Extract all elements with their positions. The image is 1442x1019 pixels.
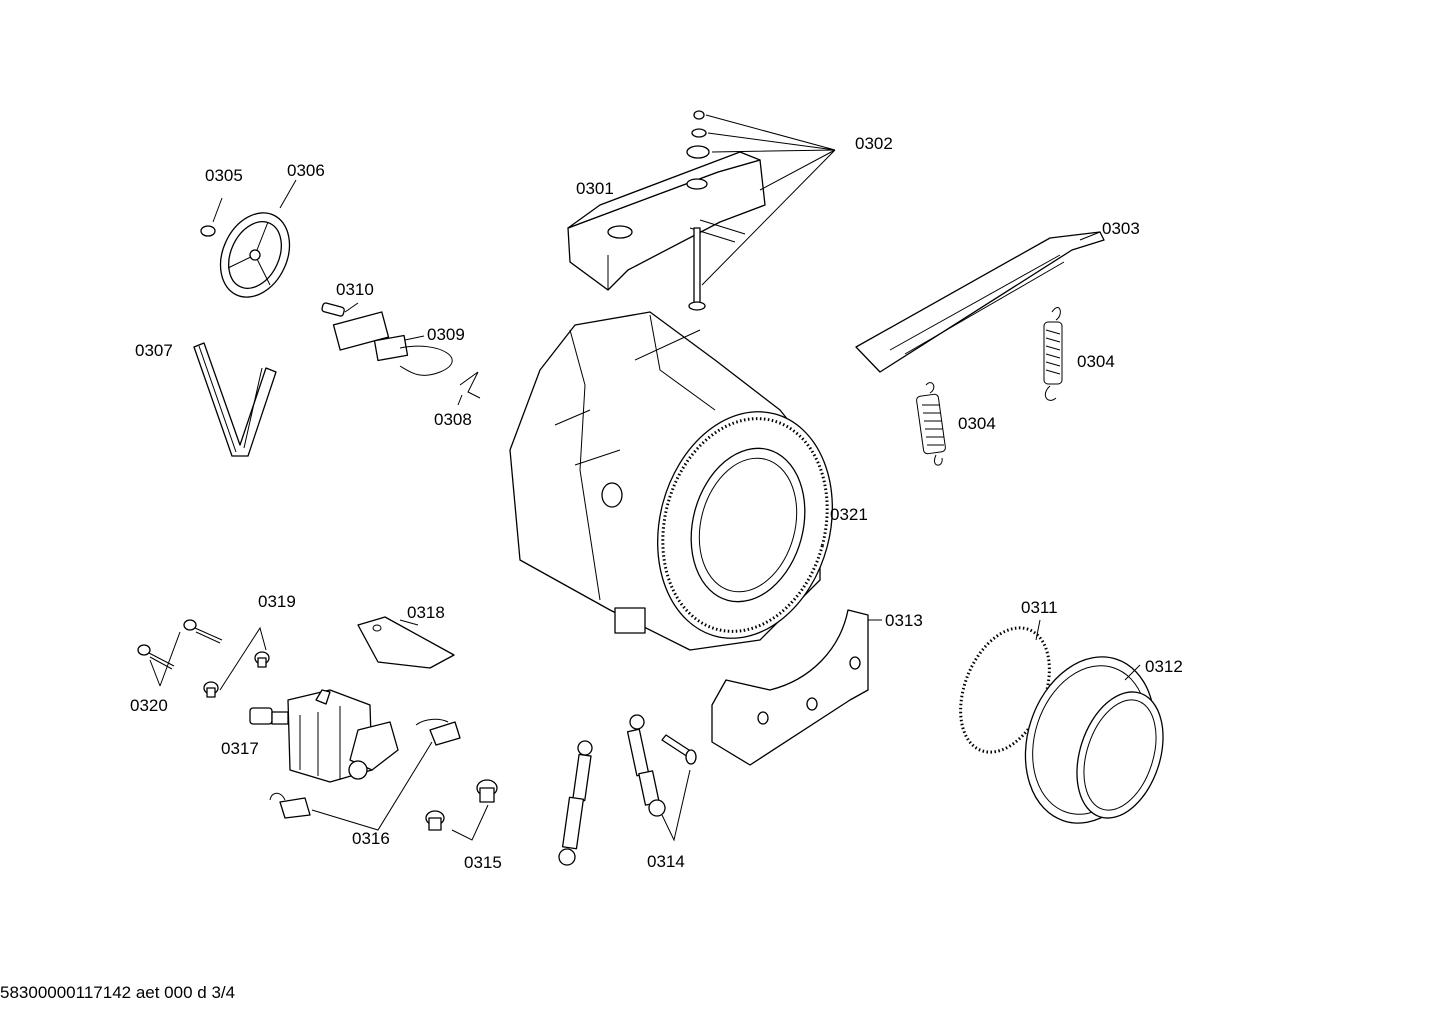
label-0304-left: 0304 (958, 414, 996, 433)
label-0304-right: 0304 (1077, 352, 1115, 371)
part-0313-front-counterweight (711, 609, 882, 766)
label-0311: 0311 (1021, 598, 1058, 617)
part-0309-heater (332, 311, 453, 376)
part-0303-cross-brace (855, 231, 1105, 373)
label-0308: 0308 (434, 410, 472, 429)
label-0302: 0302 (855, 134, 893, 153)
part-0305-screw (200, 197, 223, 237)
label-0320: 0320 (130, 696, 168, 715)
part-0306-pulley (219, 179, 297, 298)
label-0317: 0317 (221, 739, 259, 758)
part-0304-spring-left (916, 382, 946, 466)
part-0314-screw (661, 734, 697, 842)
label-0321: 0321 (830, 505, 868, 524)
label-0305: 0305 (205, 166, 243, 185)
label-0315: 0315 (464, 853, 502, 872)
label-0314: 0314 (647, 852, 685, 871)
part-0319-screws (203, 626, 270, 698)
drawing-reference-footer: 58300000117142 aet 000 d 3/4 (0, 983, 235, 1002)
label-0316: 0316 (352, 829, 390, 848)
part-0320-screws (137, 619, 223, 687)
label-0310: 0310 (336, 280, 374, 299)
part-0314-shock-absorber-right (626, 714, 666, 817)
part-0321-tub (509, 311, 833, 651)
label-0318: 0318 (407, 603, 445, 622)
label-0303: 0303 (1102, 219, 1140, 238)
label-0306: 0306 (287, 161, 325, 180)
part-0315-bushings (425, 779, 498, 841)
part-0312-door-seal (1024, 656, 1164, 824)
label-0312: 0312 (1145, 657, 1183, 676)
part-0318-bracket (357, 616, 455, 669)
label-0307: 0307 (135, 341, 173, 360)
part-0317-drain-pump (249, 689, 399, 783)
part-0304-spring-right (1043, 306, 1063, 401)
part-0310-sensor (321, 302, 359, 317)
part-0301-counterweight (567, 151, 766, 291)
label-0301: 0301 (576, 179, 614, 198)
part-0314-shock-absorber-left (558, 740, 593, 866)
part-0302-bolt-washers (686, 110, 836, 311)
label-0319: 0319 (258, 592, 296, 611)
part-0307-drive-belt (193, 342, 277, 457)
label-0313: 0313 (885, 611, 923, 630)
part-0308-clip (457, 371, 481, 406)
part-0316-fittings (269, 718, 461, 831)
label-0309: 0309 (427, 325, 465, 344)
